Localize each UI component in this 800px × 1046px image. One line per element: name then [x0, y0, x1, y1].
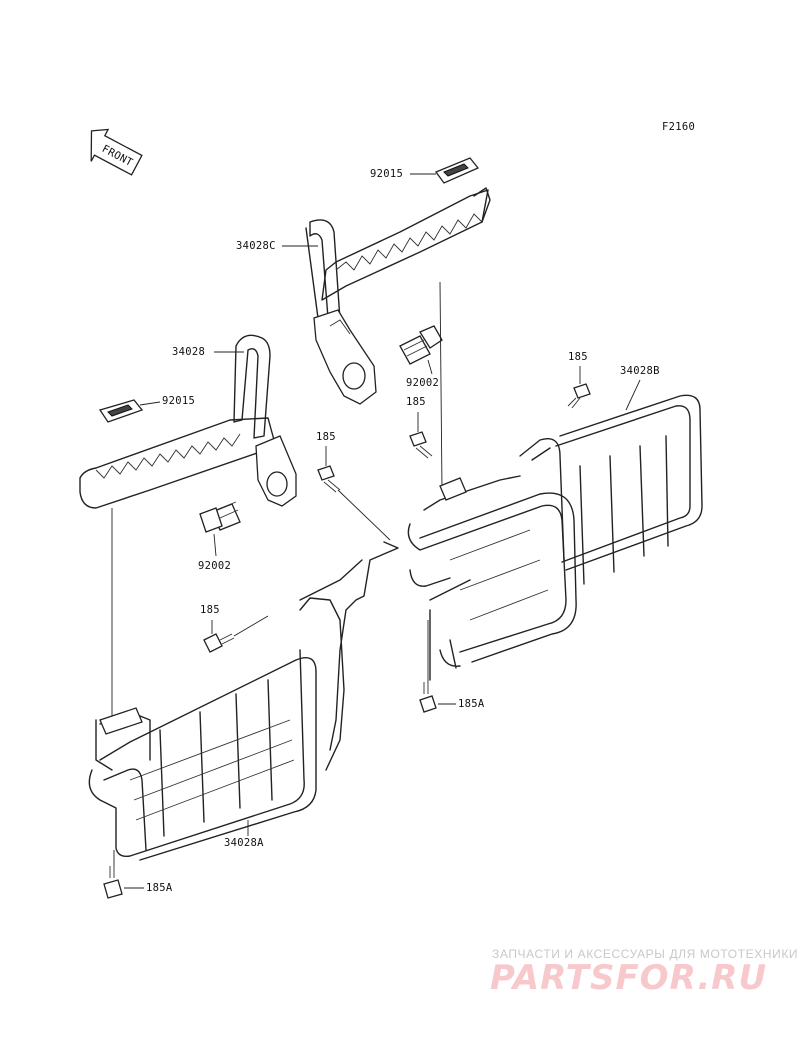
bolt-185-left-upper	[317, 465, 341, 493]
label-34028B: 34028B	[620, 365, 660, 377]
footrest-34028	[79, 334, 297, 509]
guard-34028A	[88, 541, 399, 861]
bolt-185A-bottom	[103, 866, 123, 899]
label-185-c: 185	[316, 431, 336, 443]
watermark-logo: PARTSFOR.RU	[490, 958, 768, 998]
label-185-b: 185	[406, 396, 426, 408]
footrest-pad-92015-left	[98, 399, 144, 423]
bolt-92002-right	[399, 325, 443, 365]
label-185A-right: 185A	[458, 698, 485, 710]
label-92002-left: 92002	[198, 560, 231, 572]
label-185-d: 185	[200, 604, 220, 616]
figure-code: F2160	[662, 121, 695, 133]
footrest-pad-92015-top	[434, 157, 480, 184]
label-34028: 34028	[172, 346, 205, 358]
bolt-185A-right	[419, 682, 437, 713]
label-34028C: 34028C	[236, 240, 276, 252]
bolt-185-left-lower	[203, 633, 235, 653]
guard-34028B	[407, 394, 703, 681]
label-92002-right: 92002	[406, 377, 439, 389]
label-34028A: 34028A	[224, 837, 264, 849]
watermark-caption: ЗАПЧАСТИ И АКСЕССУАРЫ ДЛЯ МОТОТЕХНИКИ	[492, 947, 799, 961]
label-185A-bottom: 185A	[146, 882, 173, 894]
front-arrow-icon: FRONT	[90, 128, 143, 176]
label-92015-left: 92015	[162, 395, 195, 407]
bolt-185-right-upper	[567, 383, 591, 409]
bolt-92002-left	[199, 501, 241, 533]
footrest-34028C	[305, 187, 491, 405]
label-92015-top: 92015	[370, 168, 403, 180]
bolt-185-middle	[409, 431, 433, 459]
label-185-a: 185	[568, 351, 588, 363]
